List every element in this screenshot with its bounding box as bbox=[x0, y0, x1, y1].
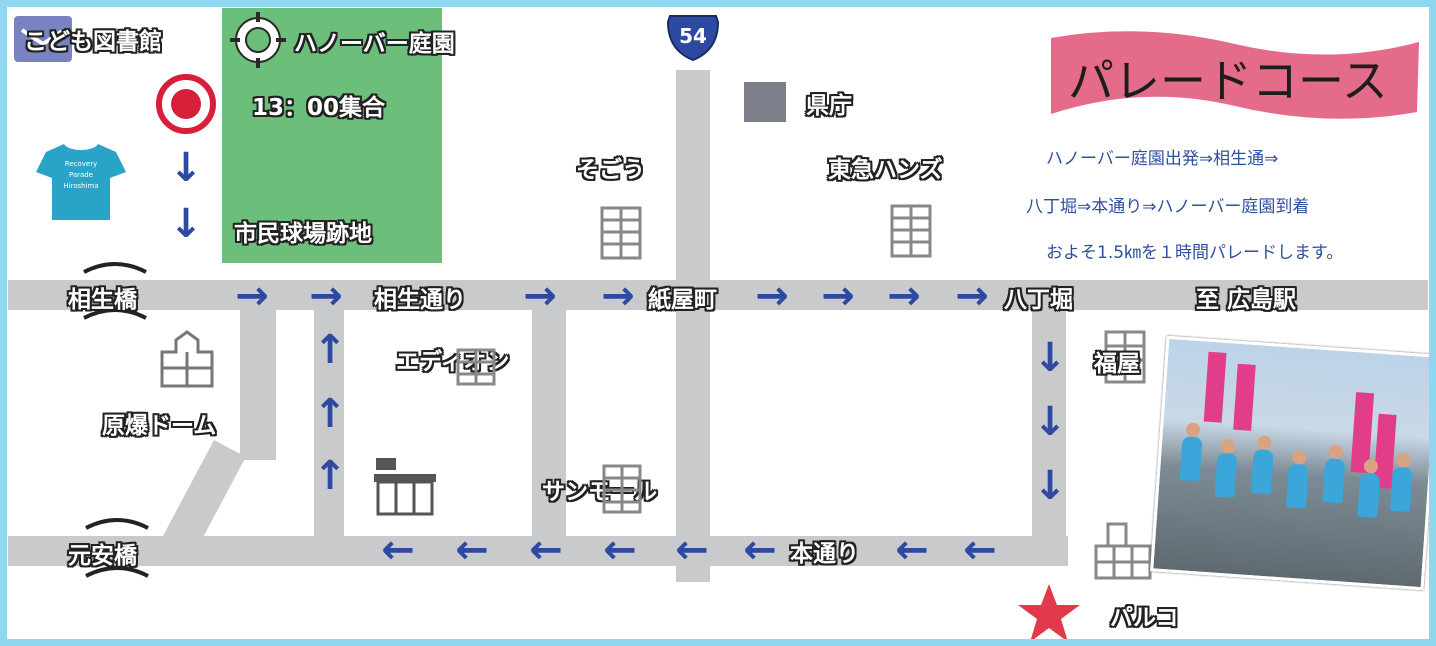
route-arrow-left: ← bbox=[895, 527, 929, 573]
label-hacchobori: 八丁堀 bbox=[1004, 287, 1073, 313]
label-library: こども図書館 bbox=[24, 29, 162, 55]
route-arrow-right: → bbox=[821, 273, 855, 319]
prefectural-office-icon bbox=[744, 82, 786, 122]
label-kamiyacho: 紙屋町 bbox=[648, 287, 717, 313]
route-arrow-right: → bbox=[955, 273, 989, 319]
tshirt-line-3: Hiroshima bbox=[63, 182, 98, 190]
building-icon bbox=[600, 206, 642, 260]
label-fukuya: 福屋 bbox=[1094, 351, 1140, 377]
route-arrow-down: ↓ bbox=[1033, 335, 1067, 381]
building-icon bbox=[1104, 330, 1146, 384]
road-hacchobori-south bbox=[1032, 290, 1066, 566]
road-park-east bbox=[314, 300, 344, 546]
road-sunmall bbox=[532, 300, 566, 546]
building-icon bbox=[890, 204, 932, 258]
route-arrow-left: ← bbox=[381, 527, 415, 573]
route-number: 54 bbox=[679, 24, 707, 48]
route-arrow-down: ↓ bbox=[1033, 463, 1067, 509]
garden-marker-icon bbox=[230, 12, 286, 68]
route-arrow-left: ← bbox=[529, 527, 563, 573]
tshirt-icon: Recovery Parade Hiroshima bbox=[36, 144, 126, 220]
start-marker-icon bbox=[156, 74, 216, 134]
road-route-54 bbox=[676, 70, 710, 582]
label-atomic-dome: 原爆ドーム bbox=[102, 413, 217, 439]
route-arrow-down: ↓ bbox=[169, 145, 203, 191]
page-title: パレードコース bbox=[1068, 54, 1388, 108]
label-hondori: 本通り bbox=[790, 541, 859, 567]
tshirt-line-2: Parade bbox=[69, 171, 93, 179]
route-arrow-right: → bbox=[523, 273, 557, 319]
label-stadium-site: 市民球場跡地 bbox=[234, 221, 372, 247]
label-tokyu-hands: 東急ハンズ bbox=[828, 157, 943, 183]
route-description-line-3: およそ1.5㎞を１時間パレードします。 bbox=[1046, 243, 1344, 263]
route-arrow-right: → bbox=[309, 273, 343, 319]
route-description-line-1: ハノーバー庭園出発⇒相生通⇒ bbox=[1046, 149, 1279, 169]
route-arrow-up: ↑ bbox=[313, 391, 347, 437]
route-arrow-right: → bbox=[601, 273, 635, 319]
route-arrow-down: ↓ bbox=[169, 201, 203, 247]
route-arrow-up: ↑ bbox=[313, 327, 347, 373]
route-arrow-right: → bbox=[887, 273, 921, 319]
building-icon bbox=[456, 348, 496, 386]
route-arrow-left: ← bbox=[455, 527, 489, 573]
label-sogo: そごう bbox=[576, 157, 645, 183]
label-motoyasu-bridge: 元安橋 bbox=[68, 543, 137, 569]
label-aioi-bridge: 相生橋 bbox=[68, 287, 137, 313]
building-icon bbox=[1094, 522, 1152, 580]
route-description-line-2: 八丁堀⇒本通り⇒ハノーバー庭園到着 bbox=[1026, 197, 1310, 217]
bridge-icon bbox=[83, 262, 147, 320]
label-gathering-time: 13：00集合 bbox=[252, 95, 386, 121]
label-prefectural-office: 県庁 bbox=[806, 93, 852, 119]
library-icon bbox=[14, 16, 72, 62]
route-arrow-left: ← bbox=[675, 527, 709, 573]
road-park-west bbox=[240, 300, 276, 460]
star-icon bbox=[1018, 584, 1080, 642]
route-arrow-left: ← bbox=[603, 527, 637, 573]
label-hannover-garden: ハノーバー庭園 bbox=[294, 31, 455, 57]
building-icon bbox=[602, 464, 642, 514]
route-arrow-up: ↑ bbox=[313, 453, 347, 499]
route-arrow-down: ↓ bbox=[1033, 399, 1067, 445]
route-arrow-left: ← bbox=[963, 527, 997, 573]
tshirt-line-1: Recovery bbox=[65, 160, 97, 168]
parade-photo bbox=[1150, 335, 1436, 591]
route-arrow-right: → bbox=[235, 273, 269, 319]
bridge-icon bbox=[85, 518, 149, 578]
label-to-hiroshima-station: 至 広島駅 bbox=[1196, 287, 1297, 313]
route-arrow-left: ← bbox=[743, 527, 777, 573]
shop-icon bbox=[374, 458, 436, 516]
atomic-dome-icon bbox=[160, 330, 214, 388]
title-banner bbox=[1051, 31, 1419, 119]
label-aioi-street: 相生通り bbox=[374, 287, 466, 313]
route-arrow-right: → bbox=[755, 273, 789, 319]
route-54-shield-icon: 54 bbox=[666, 15, 720, 62]
label-parco: パルコ bbox=[1110, 605, 1179, 631]
